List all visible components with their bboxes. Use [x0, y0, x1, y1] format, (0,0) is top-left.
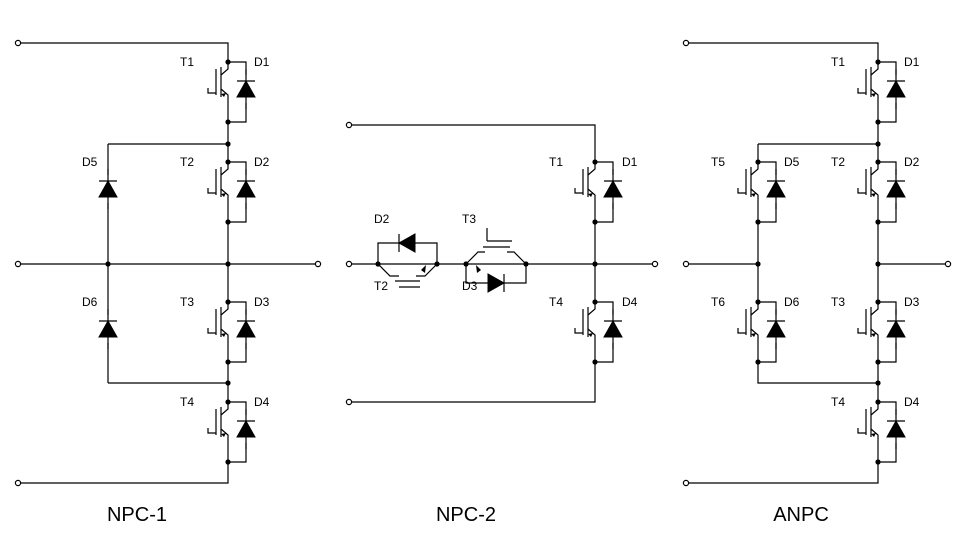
npc1-d1-diode-icon [236, 68, 256, 110]
npc1-d2-diode-icon [236, 168, 256, 210]
npc1-d6-diode-icon [98, 308, 118, 350]
npc2-label-t4: T4 [549, 295, 563, 309]
npc2-d3-diode-icon [487, 273, 505, 293]
anpc-label-d1: D1 [904, 55, 920, 69]
npc2-label-d3: D3 [462, 279, 478, 293]
npc1-t2-igbt-icon [207, 161, 229, 203]
npc2-d2-diode-icon [398, 233, 416, 253]
anpc-t6-igbt-icon [737, 301, 759, 343]
anpc-circuit: T1 D1 T2 D2 T3 D3 T4 D4 T5 D5 T6 D6 ANPC [682, 39, 952, 526]
anpc-d6-diode-icon [766, 308, 786, 350]
anpc-t1-igbt-icon [857, 61, 879, 103]
npc1-label-d1: D1 [254, 55, 270, 69]
npc2-circuit: D2 T2 T3 D3 T1 D1 T4 D4 NPC-2 [345, 121, 659, 526]
anpc-label-t2: T2 [831, 155, 845, 169]
anpc-label-t1: T1 [831, 55, 845, 69]
anpc-label-d5: D5 [784, 155, 800, 169]
npc2-d1-diode-icon [603, 168, 623, 210]
npc1-label-t3: T3 [180, 295, 194, 309]
npc2-t4-igbt-icon [574, 301, 596, 343]
anpc-label-t3: T3 [831, 295, 845, 309]
anpc-d4-diode-icon [886, 408, 906, 450]
npc2-label-d1: D1 [622, 155, 638, 169]
npc2-t3-igbt-icon [480, 236, 514, 256]
npc1-t4-igbt-icon [207, 401, 229, 443]
npc2-title: NPC-2 [436, 504, 496, 526]
npc1-t1-igbt-icon [207, 61, 229, 103]
anpc-t3-igbt-icon [857, 301, 879, 343]
anpc-t4-igbt-icon [857, 401, 879, 443]
npc1-label-t4: T4 [180, 395, 194, 409]
npc1-label-d6: D6 [82, 295, 98, 309]
npc1-d4-diode-icon [236, 408, 256, 450]
npc1-label-d3: D3 [254, 295, 270, 309]
anpc-label-d2: D2 [904, 155, 920, 169]
npc1-d5-diode-icon [98, 168, 118, 210]
anpc-title: ANPC [773, 504, 829, 526]
anpc-d1-diode-icon [886, 68, 906, 110]
npc2-label-t2: T2 [374, 279, 388, 293]
npc1-label-d2: D2 [254, 155, 270, 169]
npc2-label-t1: T1 [549, 155, 563, 169]
anpc-d3-diode-icon [886, 308, 906, 350]
npc1-t3-igbt-icon [207, 301, 229, 343]
anpc-t5-igbt-icon [737, 161, 759, 203]
npc1-circuit: T1 D1 T2 D2 T3 D3 T4 D4 D5 D6 NPC-1 [14, 39, 322, 526]
anpc-label-t6: T6 [711, 295, 725, 309]
npc2-t1-igbt-icon [574, 161, 596, 203]
npc1-label-d4: D4 [254, 395, 270, 409]
npc1-label-d5: D5 [82, 155, 98, 169]
npc2-label-t3: T3 [462, 212, 476, 226]
anpc-label-d3: D3 [904, 295, 920, 309]
anpc-label-d4: D4 [904, 395, 920, 409]
anpc-t2-igbt-icon [857, 161, 879, 203]
npc2-label-d2: D2 [374, 212, 390, 226]
anpc-d5-diode-icon [766, 168, 786, 210]
npc1-label-t2: T2 [180, 155, 194, 169]
npc2-d4-diode-icon [603, 308, 623, 350]
anpc-label-t4: T4 [831, 395, 845, 409]
npc1-title: NPC-1 [107, 504, 167, 526]
anpc-label-d6: D6 [784, 295, 800, 309]
anpc-d2-diode-icon [886, 168, 906, 210]
npc2-label-d4: D4 [622, 295, 638, 309]
npc1-label-t1: T1 [180, 55, 194, 69]
npc1-d3-diode-icon [236, 308, 256, 350]
anpc-label-t5: T5 [711, 155, 725, 169]
